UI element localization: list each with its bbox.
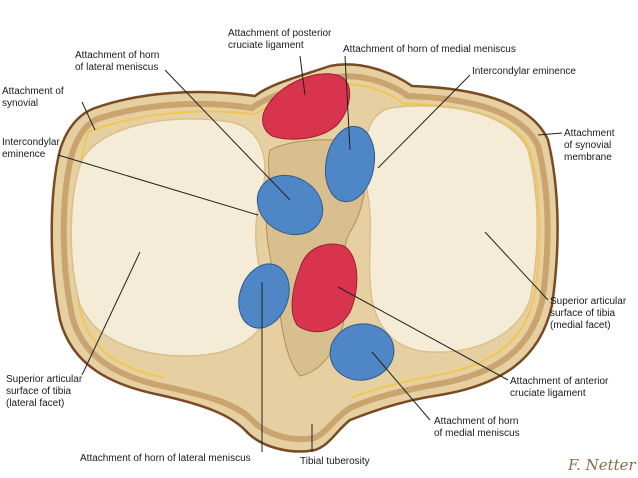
label-horn-medial-top: Attachment of horn of medial meniscus bbox=[343, 44, 516, 55]
leader-intercondylar-right bbox=[377, 74, 471, 169]
posterior-cruciate-attachment bbox=[262, 73, 351, 140]
lateral-meniscus-anterior-horn bbox=[238, 263, 290, 329]
leader-horn-lateral-top bbox=[164, 69, 291, 201]
label-horn-medial-bottom: Attachment of horn of medial meniscus bbox=[434, 416, 520, 439]
leader-horn-medial-bottom bbox=[371, 351, 431, 421]
label-posterior-cruciate: Attachment of posterior cruciate ligamen… bbox=[228, 28, 332, 51]
leader-horn-medial-top bbox=[344, 55, 351, 151]
leader-synovial-left bbox=[81, 101, 96, 131]
label-intercondylar-left: Intercondylar eminence bbox=[2, 137, 60, 160]
label-superior-lateral: Superior articular surface of tibia (lat… bbox=[6, 374, 83, 409]
leader-anterior-cruciate bbox=[337, 286, 509, 381]
label-anterior-cruciate: Attachment of anterior cruciate ligament bbox=[510, 376, 609, 399]
label-superior-medial: Superior articular surface of tibia (med… bbox=[550, 296, 627, 331]
lateral-meniscus-posterior-horn bbox=[256, 174, 324, 236]
medial-meniscus-anterior-horn bbox=[329, 323, 395, 381]
lateral-articular-facet bbox=[70, 118, 269, 357]
medial-meniscus-posterior-horn bbox=[324, 125, 376, 203]
leader-superior-medial bbox=[484, 231, 549, 301]
label-horn-lateral-bottom: Attachment of horn of lateral meniscus bbox=[80, 453, 251, 464]
anterior-cruciate-attachment bbox=[291, 243, 358, 333]
leader-posterior-cruciate bbox=[299, 55, 306, 96]
label-horn-lateral-top: Attachment of horn of lateral meniscus bbox=[75, 50, 160, 73]
label-tibial-tuberosity: Tibial tuberosity bbox=[300, 456, 370, 467]
label-synovial-left: Attachment of synovial bbox=[2, 86, 64, 109]
label-intercondylar-right: Intercondylar eminence bbox=[472, 66, 576, 77]
medial-articular-facet bbox=[363, 105, 539, 353]
label-synovial-right: Attachment of synovial membrane bbox=[564, 128, 615, 163]
artist-signature: F. Netter bbox=[568, 456, 636, 474]
leader-intercondylar-left bbox=[57, 154, 259, 216]
leader-synovial-right bbox=[537, 132, 563, 136]
leader-superior-lateral bbox=[81, 251, 141, 376]
